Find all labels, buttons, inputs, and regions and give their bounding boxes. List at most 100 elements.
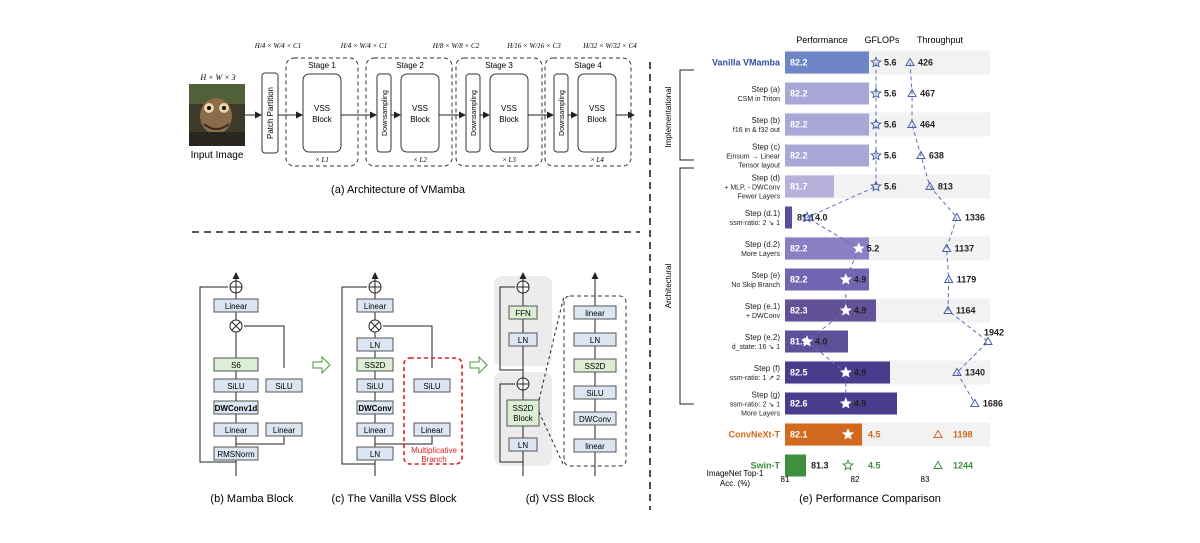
vss-detail-ln-label: LN: [590, 336, 600, 345]
throughput-value: 1198: [953, 430, 973, 440]
vanilla-linear-out: [356, 298, 394, 313]
vanilla-linear-in: [356, 422, 394, 437]
row-background: [785, 453, 990, 478]
performance-chart: Performance GFLOPs Throughput Implementa…: [664, 35, 1004, 505]
throughput-marker: [951, 212, 962, 221]
transition-arrow-2: [469, 355, 488, 375]
axis-title-line1: ImageNet Top-1: [707, 469, 764, 478]
gflops-marker: [869, 180, 883, 192]
throughput-value: 1336: [965, 213, 985, 223]
gflops-marker: [869, 56, 883, 68]
vss-block-4-line1: VSS: [589, 104, 605, 113]
vss-detail-ss2d-label: SS2D: [585, 362, 606, 371]
stage-2-label: Stage 2: [396, 61, 424, 70]
throughput-marker: [943, 305, 953, 314]
vanilla-ln-mid-label: LN: [370, 341, 380, 350]
patch-partition-label: Patch Partition: [266, 87, 275, 139]
category-label: Einsum → Linear: [726, 154, 780, 161]
mamba-silu-label: SiLU: [227, 382, 245, 391]
gflops-marker: [869, 149, 883, 161]
category-label: More Layers: [741, 411, 780, 418]
category-label: ssm-ratio: 2 ↘ 1: [730, 402, 780, 409]
gflops-marker: [800, 211, 814, 223]
vss-block-1: [302, 73, 342, 153]
category-label: Tensor layout: [738, 163, 780, 170]
vss-ss2d-block-label-2: Block: [513, 414, 534, 423]
vanilla-ln-mid: [356, 337, 394, 352]
throughput-value: 1179: [957, 275, 977, 285]
vanilla-ss2d-label: SS2D: [365, 361, 386, 370]
vss-detail-silu-label: SiLU: [586, 389, 604, 398]
col-header-throughput: Throughput: [917, 35, 964, 45]
col-header-gflops: GFLOPs: [864, 35, 900, 45]
vss-detail-ln: [573, 332, 617, 347]
vanilla-linear-in-label: Linear: [364, 426, 387, 435]
performance-value: 82.2: [790, 151, 808, 161]
repeat-label-1: × L1: [315, 156, 329, 164]
mamba-linear-out-label: Linear: [225, 302, 248, 311]
vanilla-side-linear-label: Linear: [421, 426, 444, 435]
downsampling-block-3: [465, 73, 481, 153]
patch-partition-block: [261, 72, 279, 154]
category-label: + DWConv: [746, 313, 781, 320]
vanilla-side-silu-label: SiLU: [423, 382, 441, 391]
repeat-label-2: × L2: [413, 156, 427, 164]
throughput-marker: [969, 398, 980, 407]
category-label: Step (d): [752, 174, 781, 183]
vss-block-2-line1: VSS: [412, 104, 428, 113]
vanilla-caption: (c) The Vanilla VSS Block: [332, 493, 457, 505]
axis-tick-83: 83: [921, 475, 930, 484]
performance-value: 82.2: [790, 89, 808, 99]
throughput-value: 1942: [984, 328, 1004, 338]
dim-label-3: H/16 × W/16 × C3: [506, 42, 561, 50]
performance-bar: [785, 51, 869, 74]
performance-value: 82.2: [790, 58, 808, 68]
mamba-linear-in-label: Linear: [225, 426, 248, 435]
throughput-marker: [943, 274, 954, 283]
dim-label-2: H/8 × W/8 × C2: [432, 42, 480, 50]
category-label: ssm-ratio: 2 ↘ 1: [730, 220, 780, 227]
performance-value: 82.6: [790, 399, 808, 409]
repeat-label-4: × L4: [590, 156, 604, 164]
gflops-marker: [800, 335, 814, 347]
downsampling-block-2: [376, 73, 392, 153]
mamba-side-silu-label: SiLU: [275, 382, 293, 391]
gflops-value: 5.6: [884, 151, 897, 161]
group-label-architectural: Architectural: [664, 264, 673, 309]
vanilla-dwconv-label: DWConv: [358, 404, 392, 413]
vss-caption: (d) VSS Block: [526, 493, 595, 505]
category-label: CSM in Triton: [738, 96, 781, 103]
multiplicative-branch-label-2: Branch: [421, 455, 446, 464]
vss-detail-linear-in-label: linear: [585, 442, 605, 451]
mamba-linear-out: [213, 298, 259, 313]
gflops-marker: [839, 273, 852, 285]
vanilla-ss2d: [356, 357, 394, 372]
category-label: Step (e.2): [745, 333, 780, 342]
vss-detail-linear-out: [573, 305, 617, 320]
throughput-marker: [907, 119, 917, 128]
vss-detail-silu: [573, 385, 617, 400]
gflops-value: 5.6: [884, 120, 897, 130]
repeat-label-3: × L3: [502, 156, 516, 164]
throughput-value: 1164: [956, 306, 976, 316]
axis-title-line2: Acc. (%): [720, 479, 751, 488]
vss-ffn-label: FFN: [515, 309, 531, 318]
mamba-dwconv-label: DWConv1d: [215, 404, 258, 413]
downsampling-label-2: Downsampling: [382, 90, 389, 136]
gflops-marker: [852, 242, 865, 254]
vss-block-1-line1: VSS: [314, 104, 330, 113]
architecture-diagram: H × W × 3 Input Image Patch Partition H/…: [189, 42, 637, 196]
gflops-marker: [841, 459, 855, 471]
vss-block-1-line2: Block: [312, 115, 333, 124]
performance-bar: [785, 361, 890, 384]
group-bracket-implementational: [679, 69, 694, 161]
downsampling-label-3: Downsampling: [471, 90, 478, 136]
category-label: ssm-ratio: 1 ↗ 2: [730, 375, 780, 382]
throughput-marker: [907, 88, 917, 97]
category-label: ConvNeXt-T: [729, 430, 781, 440]
mamba-s6-label: S6: [231, 361, 241, 370]
vanilla-linear-out-label: Linear: [364, 302, 387, 311]
gflops-value: 4.5: [868, 461, 881, 471]
mamba-caption: (b) Mamba Block: [210, 493, 294, 505]
vanilla-silu-label: SiLU: [366, 382, 384, 391]
